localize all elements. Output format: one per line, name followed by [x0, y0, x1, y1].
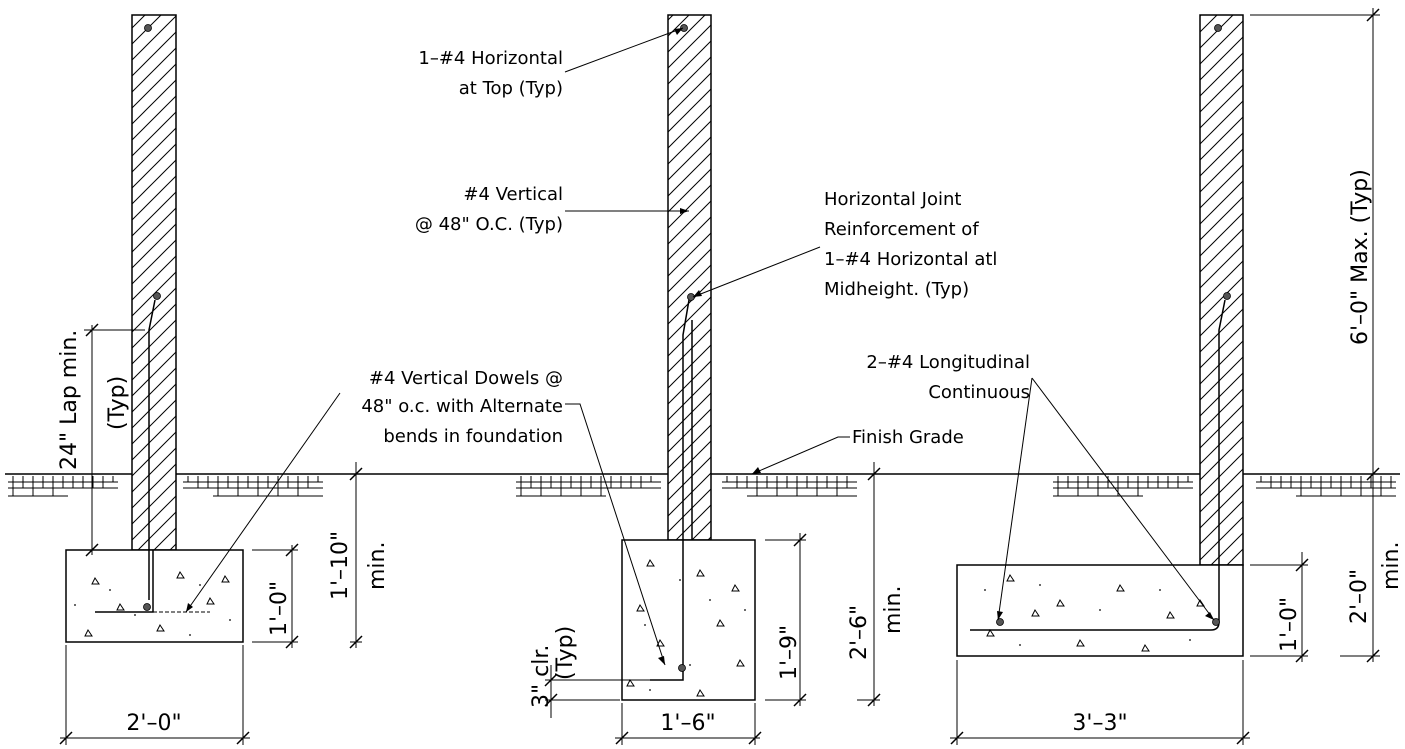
dim-wall-height: 6'–0" Max. (Typ)	[1348, 169, 1373, 345]
note-dowels-line2: 48" o.c. with Alternate	[361, 396, 563, 417]
rebar	[95, 24, 1231, 681]
dim-lap-typ: (Typ)	[105, 376, 130, 430]
dim-clear: 3" clr. (Typ)	[529, 626, 578, 708]
footing-1	[65, 549, 244, 643]
dim-f1-embed-min: min.	[365, 542, 390, 590]
note-vertical: #4 Vertical @ 48" O.C. (Typ)	[415, 184, 563, 235]
dim-f2-embed-text: 2'–6"	[847, 605, 872, 660]
leader-lines	[185, 27, 1215, 666]
dim-f2-embed-min: min.	[881, 586, 906, 634]
wall-1	[131, 14, 177, 551]
dim-f2-embed: 2'–6" min.	[847, 586, 906, 660]
note-longitudinal-line2: Continuous	[928, 382, 1030, 403]
note-joint-line1: Horizontal Joint	[824, 189, 961, 210]
dim-f3-embed-min: min.	[1379, 542, 1404, 590]
wall-2	[667, 14, 712, 541]
dim-f1-embed: 1'–10" min.	[328, 531, 390, 600]
note-top-bar-line1: 1–#4 Horizontal	[418, 48, 563, 69]
dim-f1-width: 2'–0"	[126, 711, 181, 736]
dim-clear-text: 3" clr.	[529, 645, 554, 708]
dim-clear-typ: (Typ)	[553, 626, 578, 680]
note-vertical-line1: #4 Vertical	[463, 184, 563, 205]
concrete-aggregate	[84, 559, 1205, 697]
footing-2	[621, 539, 756, 701]
dim-f1-embed-text: 1'–10"	[328, 531, 353, 600]
dim-f1-depth: 1'–0"	[267, 581, 292, 636]
note-joint-line2: Reinforcement of	[824, 219, 979, 240]
note-top-bar-line2: at Top (Typ)	[459, 78, 563, 99]
dim-f3-embed: 2'–0" min.	[1347, 542, 1404, 624]
note-dowels: #4 Vertical Dowels @ 48" o.c. with Alter…	[361, 368, 563, 447]
dimension-lines	[59, 8, 1380, 745]
note-joint: Horizontal Joint Reinforcement of 1–#4 H…	[824, 189, 997, 300]
dim-f3-depth: 1'–0"	[1277, 597, 1302, 652]
note-longitudinal-line1: 2–#4 Longitudinal	[866, 352, 1030, 373]
note-joint-line3: 1–#4 Horizontal atl	[824, 249, 997, 270]
note-joint-line4: Midheight. (Typ)	[824, 279, 969, 300]
dim-lap-text: 24" Lap min.	[57, 330, 82, 470]
note-dowels-line1: #4 Vertical Dowels @	[369, 368, 563, 389]
dim-f3-width: 3'–3"	[1072, 711, 1127, 736]
note-longitudinal: 2–#4 Longitudinal Continuous	[866, 352, 1030, 403]
concrete-dots	[74, 579, 1191, 691]
dim-f2-width: 1'–6"	[660, 711, 715, 736]
note-dowels-line3: bends in foundation	[383, 426, 563, 447]
dim-lap: 24" Lap min. (Typ)	[57, 330, 130, 470]
wall-3	[1199, 14, 1244, 566]
note-vertical-line2: @ 48" O.C. (Typ)	[415, 214, 563, 235]
note-finish-grade: Finish Grade	[852, 427, 964, 448]
dim-f3-embed-text: 2'–0"	[1347, 569, 1372, 624]
dim-f2-depth: 1'–9"	[777, 625, 802, 680]
note-top-bar: 1–#4 Horizontal at Top (Typ)	[418, 48, 563, 99]
